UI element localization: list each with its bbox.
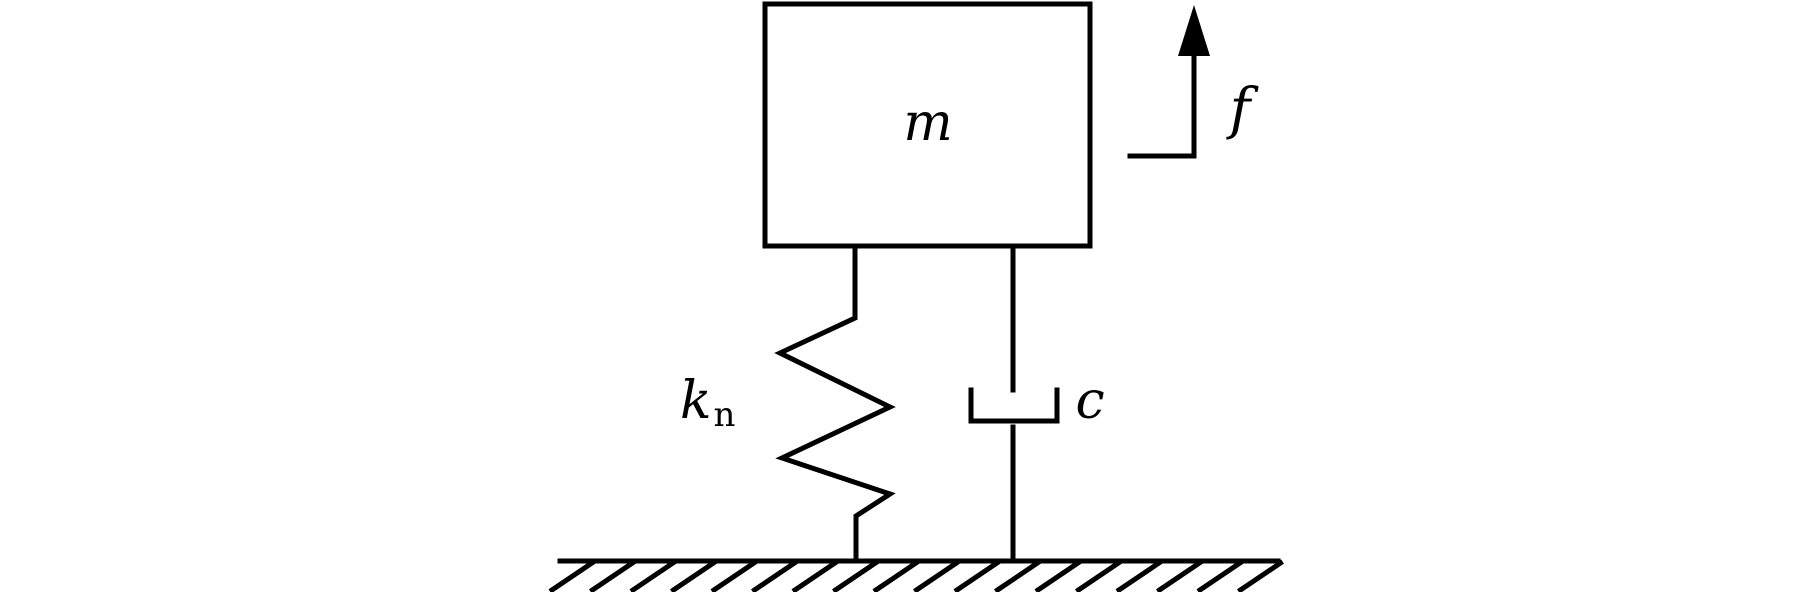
damper-label: c bbox=[1075, 371, 1104, 431]
mass-block bbox=[762, 1, 1093, 249]
damper bbox=[968, 245, 1060, 563]
spring-label-subscript: n bbox=[714, 395, 736, 435]
spring bbox=[774, 245, 896, 563]
ground-hatch-mark bbox=[1196, 559, 1244, 592]
ground-hatch-mark bbox=[751, 559, 798, 592]
ground-hatching bbox=[548, 559, 1284, 592]
force-arrow-shaft bbox=[1127, 52, 1197, 159]
spring-label-k: k bbox=[680, 371, 712, 431]
damper-cup bbox=[968, 387, 1060, 424]
ground-hatch-mark bbox=[953, 559, 1001, 592]
ground-hatch-mark bbox=[1156, 559, 1203, 592]
force-label: f bbox=[1226, 77, 1260, 142]
ground-hatch-mark bbox=[548, 559, 596, 592]
ground-hatch-mark bbox=[670, 559, 717, 592]
ground-hatch-mark bbox=[1237, 559, 1284, 592]
ground-hatch-mark bbox=[832, 559, 879, 592]
ground-hatch-mark bbox=[1075, 559, 1122, 592]
force-arrowhead bbox=[1178, 5, 1210, 56]
ground-hatch-mark bbox=[872, 559, 920, 592]
spring-label: kn bbox=[680, 371, 735, 435]
mass-label: m bbox=[903, 93, 952, 153]
force-arrow bbox=[1127, 5, 1210, 159]
ground-hatch-mark bbox=[1034, 559, 1082, 592]
ground-hatch-mark bbox=[913, 559, 960, 592]
ground-hatch-mark bbox=[589, 559, 636, 592]
ground-hatch-mark bbox=[710, 559, 758, 592]
ground-hatch-mark bbox=[994, 559, 1041, 592]
ground-hatch-mark bbox=[629, 559, 677, 592]
ground-hatch-mark bbox=[1115, 559, 1163, 592]
ground-hatch-mark bbox=[791, 559, 839, 592]
